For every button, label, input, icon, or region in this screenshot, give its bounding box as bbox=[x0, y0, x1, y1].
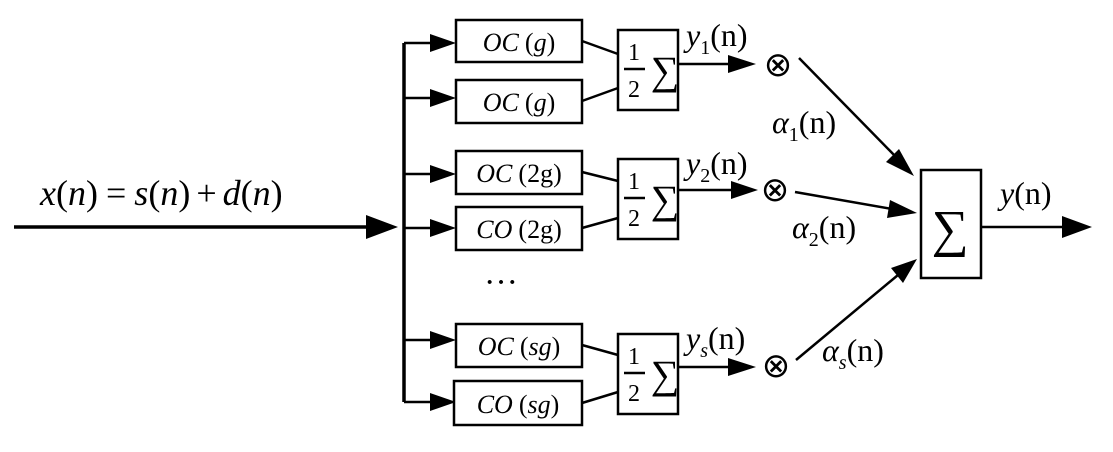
weight-label-2: α2(n) bbox=[792, 209, 856, 251]
svg-text:1: 1 bbox=[628, 344, 640, 370]
input-label: x(n)=s(n)+d(n) bbox=[39, 173, 283, 213]
block-co-sg: CO(sg) bbox=[452, 379, 584, 427]
svg-text:∑: ∑ bbox=[651, 177, 680, 222]
averager-output-arrows bbox=[678, 55, 758, 376]
svg-text:∑: ∑ bbox=[651, 48, 680, 93]
svg-text:OC(g): OC(g) bbox=[483, 28, 555, 57]
svg-text:1: 1 bbox=[628, 169, 640, 195]
branch-ellipsis: ··· bbox=[484, 264, 518, 301]
output-label: y(n) bbox=[997, 175, 1052, 211]
branch-output-label-2: y2(n) bbox=[683, 145, 748, 187]
feed-lines bbox=[404, 34, 456, 411]
svg-text:∑: ∑ bbox=[651, 352, 680, 397]
svg-text:CO(2g): CO(2g) bbox=[476, 215, 561, 244]
averager-2: 1 2 ∑ bbox=[616, 157, 680, 241]
block-oc-g-1: OC(g) bbox=[454, 18, 584, 64]
svg-text:∑: ∑ bbox=[931, 201, 968, 258]
svg-text:2: 2 bbox=[628, 381, 640, 407]
svg-text:OC(2g): OC(2g) bbox=[476, 159, 561, 188]
branch-output-label-1: y1(n) bbox=[683, 17, 748, 59]
multiplier-1: ⊗ bbox=[764, 47, 793, 84]
svg-text:1: 1 bbox=[628, 40, 640, 66]
branch-output-label-3: ys(n) bbox=[683, 320, 745, 362]
block-oc-g-2: OC(g) bbox=[454, 78, 584, 125]
block-oc-sg: OC(sg) bbox=[454, 322, 584, 369]
averager-3: 1 2 ∑ bbox=[616, 332, 680, 416]
output-arrowhead bbox=[1062, 216, 1092, 238]
weight-label-3: αs(n) bbox=[822, 332, 884, 374]
multiplier-3: ⊗ bbox=[762, 348, 791, 385]
svg-text:CO(sg): CO(sg) bbox=[477, 390, 560, 419]
svg-text:2: 2 bbox=[628, 206, 640, 232]
block-co-2g: CO(2g) bbox=[454, 205, 584, 252]
weight-label-1: α1(n) bbox=[772, 104, 836, 146]
block-oc-2g: OC(2g) bbox=[454, 149, 584, 196]
multiplier-to-summer-lines bbox=[794, 57, 917, 361]
final-summer: ∑ bbox=[919, 168, 983, 280]
svg-text:OC(g): OC(g) bbox=[483, 88, 555, 117]
multiplier-2: ⊗ bbox=[761, 172, 790, 209]
svg-text:OC(sg): OC(sg) bbox=[478, 332, 561, 361]
svg-text:2: 2 bbox=[628, 77, 640, 103]
input-arrowhead bbox=[366, 215, 398, 239]
averager-1: 1 2 ∑ bbox=[616, 28, 680, 112]
block-to-averager-lines bbox=[581, 39, 619, 405]
